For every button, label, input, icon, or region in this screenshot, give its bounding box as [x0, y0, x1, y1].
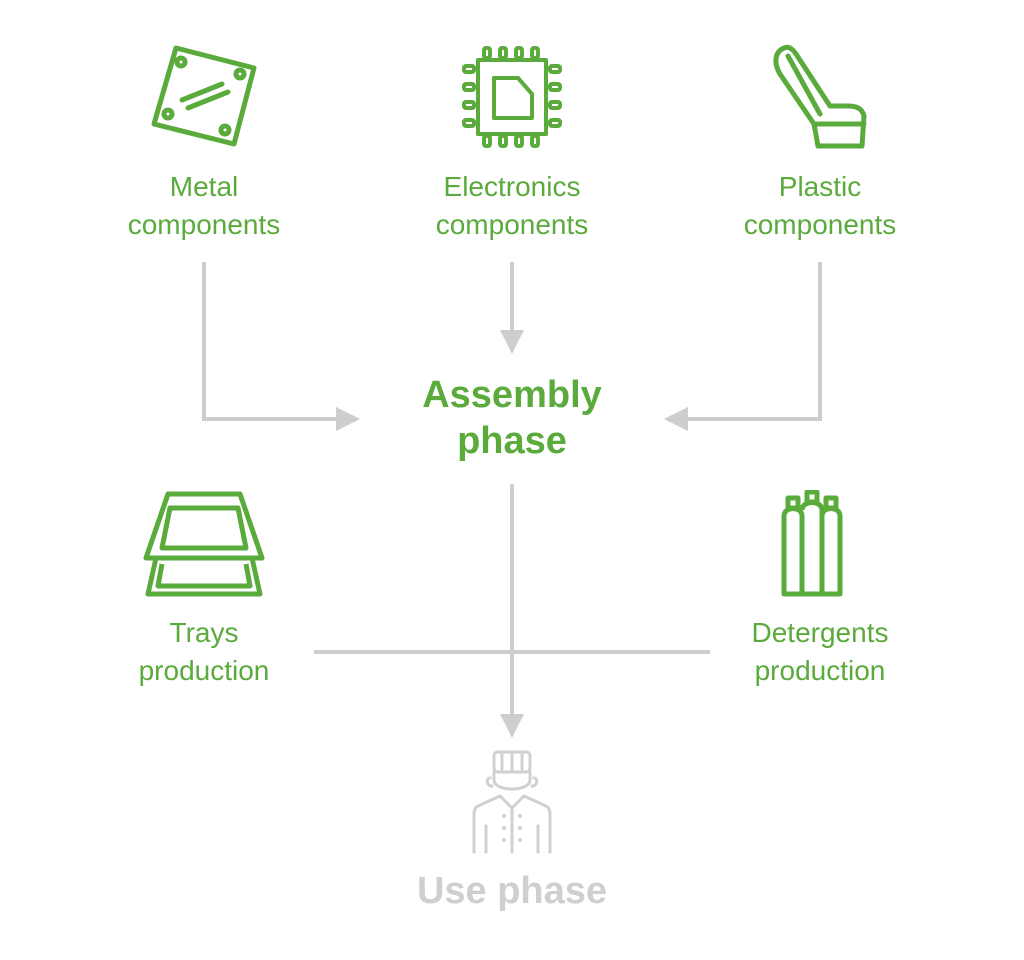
arrowhead-down-top [500, 330, 524, 354]
metal-label-line1: Metal [169, 171, 239, 202]
electronics-label-line2: components [435, 209, 589, 240]
metal-components-label: Metal components [74, 168, 334, 244]
detergents-label-line1: Detergents [751, 617, 889, 648]
assembly-label-line2: phase [457, 420, 567, 462]
detergents-production-label: Detergents production [690, 614, 950, 690]
assembly-label-line1: Assembly [422, 374, 602, 416]
electronics-label-line1: Electronics [443, 171, 581, 202]
plastic-components-label: Plastic components [690, 168, 950, 244]
connector-plastic-to-assembly [684, 262, 822, 421]
arrowhead-left [664, 407, 688, 431]
metal-plate-icon [151, 45, 257, 147]
plastic-seat-icon [773, 44, 867, 149]
use-phase-label: Use phase [416, 870, 608, 912]
electronics-components-label: Electronics components [382, 168, 642, 244]
trays-label-line2: production [138, 655, 270, 686]
arrowhead-down-bottom [500, 714, 524, 738]
chef-icon [472, 750, 552, 854]
detergents-label-line2: production [754, 655, 886, 686]
stacked-trays-icon [143, 491, 265, 597]
detergent-bottles-icon [781, 490, 843, 597]
arrowhead-right [336, 407, 360, 431]
connector-metal-to-assembly [202, 262, 340, 421]
assembly-phase-label: Assembly phase [362, 372, 662, 464]
trays-label-line1: Trays [169, 617, 239, 648]
metal-label-line2: components [127, 209, 281, 240]
microchip-icon [462, 46, 562, 148]
plastic-label-line2: components [743, 209, 897, 240]
plastic-label-line1: Plastic [778, 171, 862, 202]
trays-production-label: Trays production [74, 614, 334, 690]
